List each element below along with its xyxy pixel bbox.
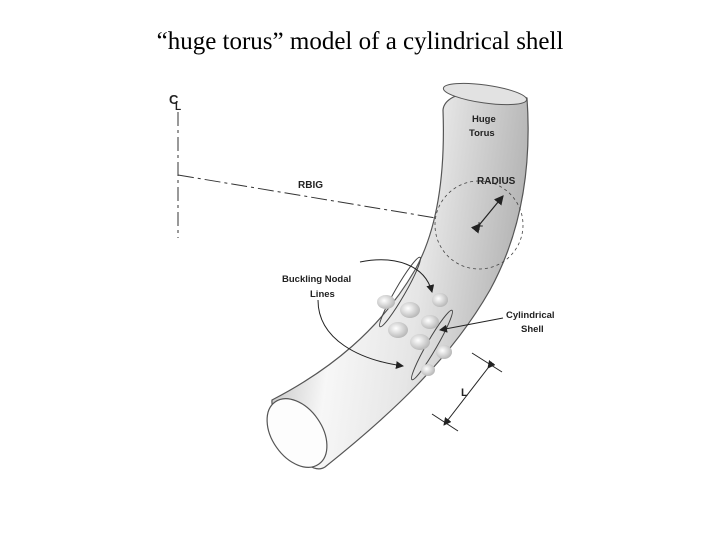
rbig-label: RBIG xyxy=(298,180,323,191)
torus-top-edge xyxy=(442,82,528,106)
rbig-line xyxy=(177,174,479,226)
buckling-arrow-lower xyxy=(317,299,404,369)
cylindrical-shell-label-line2: Shell xyxy=(521,324,544,335)
centerline-sub-label: L xyxy=(175,102,181,113)
radius-arrow xyxy=(470,195,504,234)
torus-tube xyxy=(271,90,529,470)
cylindrical-shell-section xyxy=(377,256,453,381)
length-label: L xyxy=(461,387,468,399)
radius-label: RADIUS xyxy=(477,176,516,187)
length-dimension xyxy=(443,360,496,426)
buckling-label-line2: Lines xyxy=(310,289,335,300)
slide-title: “huge torus” model of a cylindrical shel… xyxy=(156,28,564,55)
shell-arrow xyxy=(439,317,504,333)
centerline-label: C xyxy=(169,92,179,107)
cross-section-circle xyxy=(434,180,524,270)
length-tick-top xyxy=(471,352,503,373)
length-tick-bottom xyxy=(431,413,459,432)
huge-torus-label-line1: Huge xyxy=(472,114,496,125)
huge-torus-label-line2: Torus xyxy=(469,128,495,139)
torus-open-end xyxy=(266,398,328,468)
buckling-label-line1: Buckling Nodal xyxy=(282,274,351,285)
buckling-arrow-upper xyxy=(359,259,435,293)
cylindrical-shell-label-line1: Cylindrical xyxy=(506,310,555,321)
